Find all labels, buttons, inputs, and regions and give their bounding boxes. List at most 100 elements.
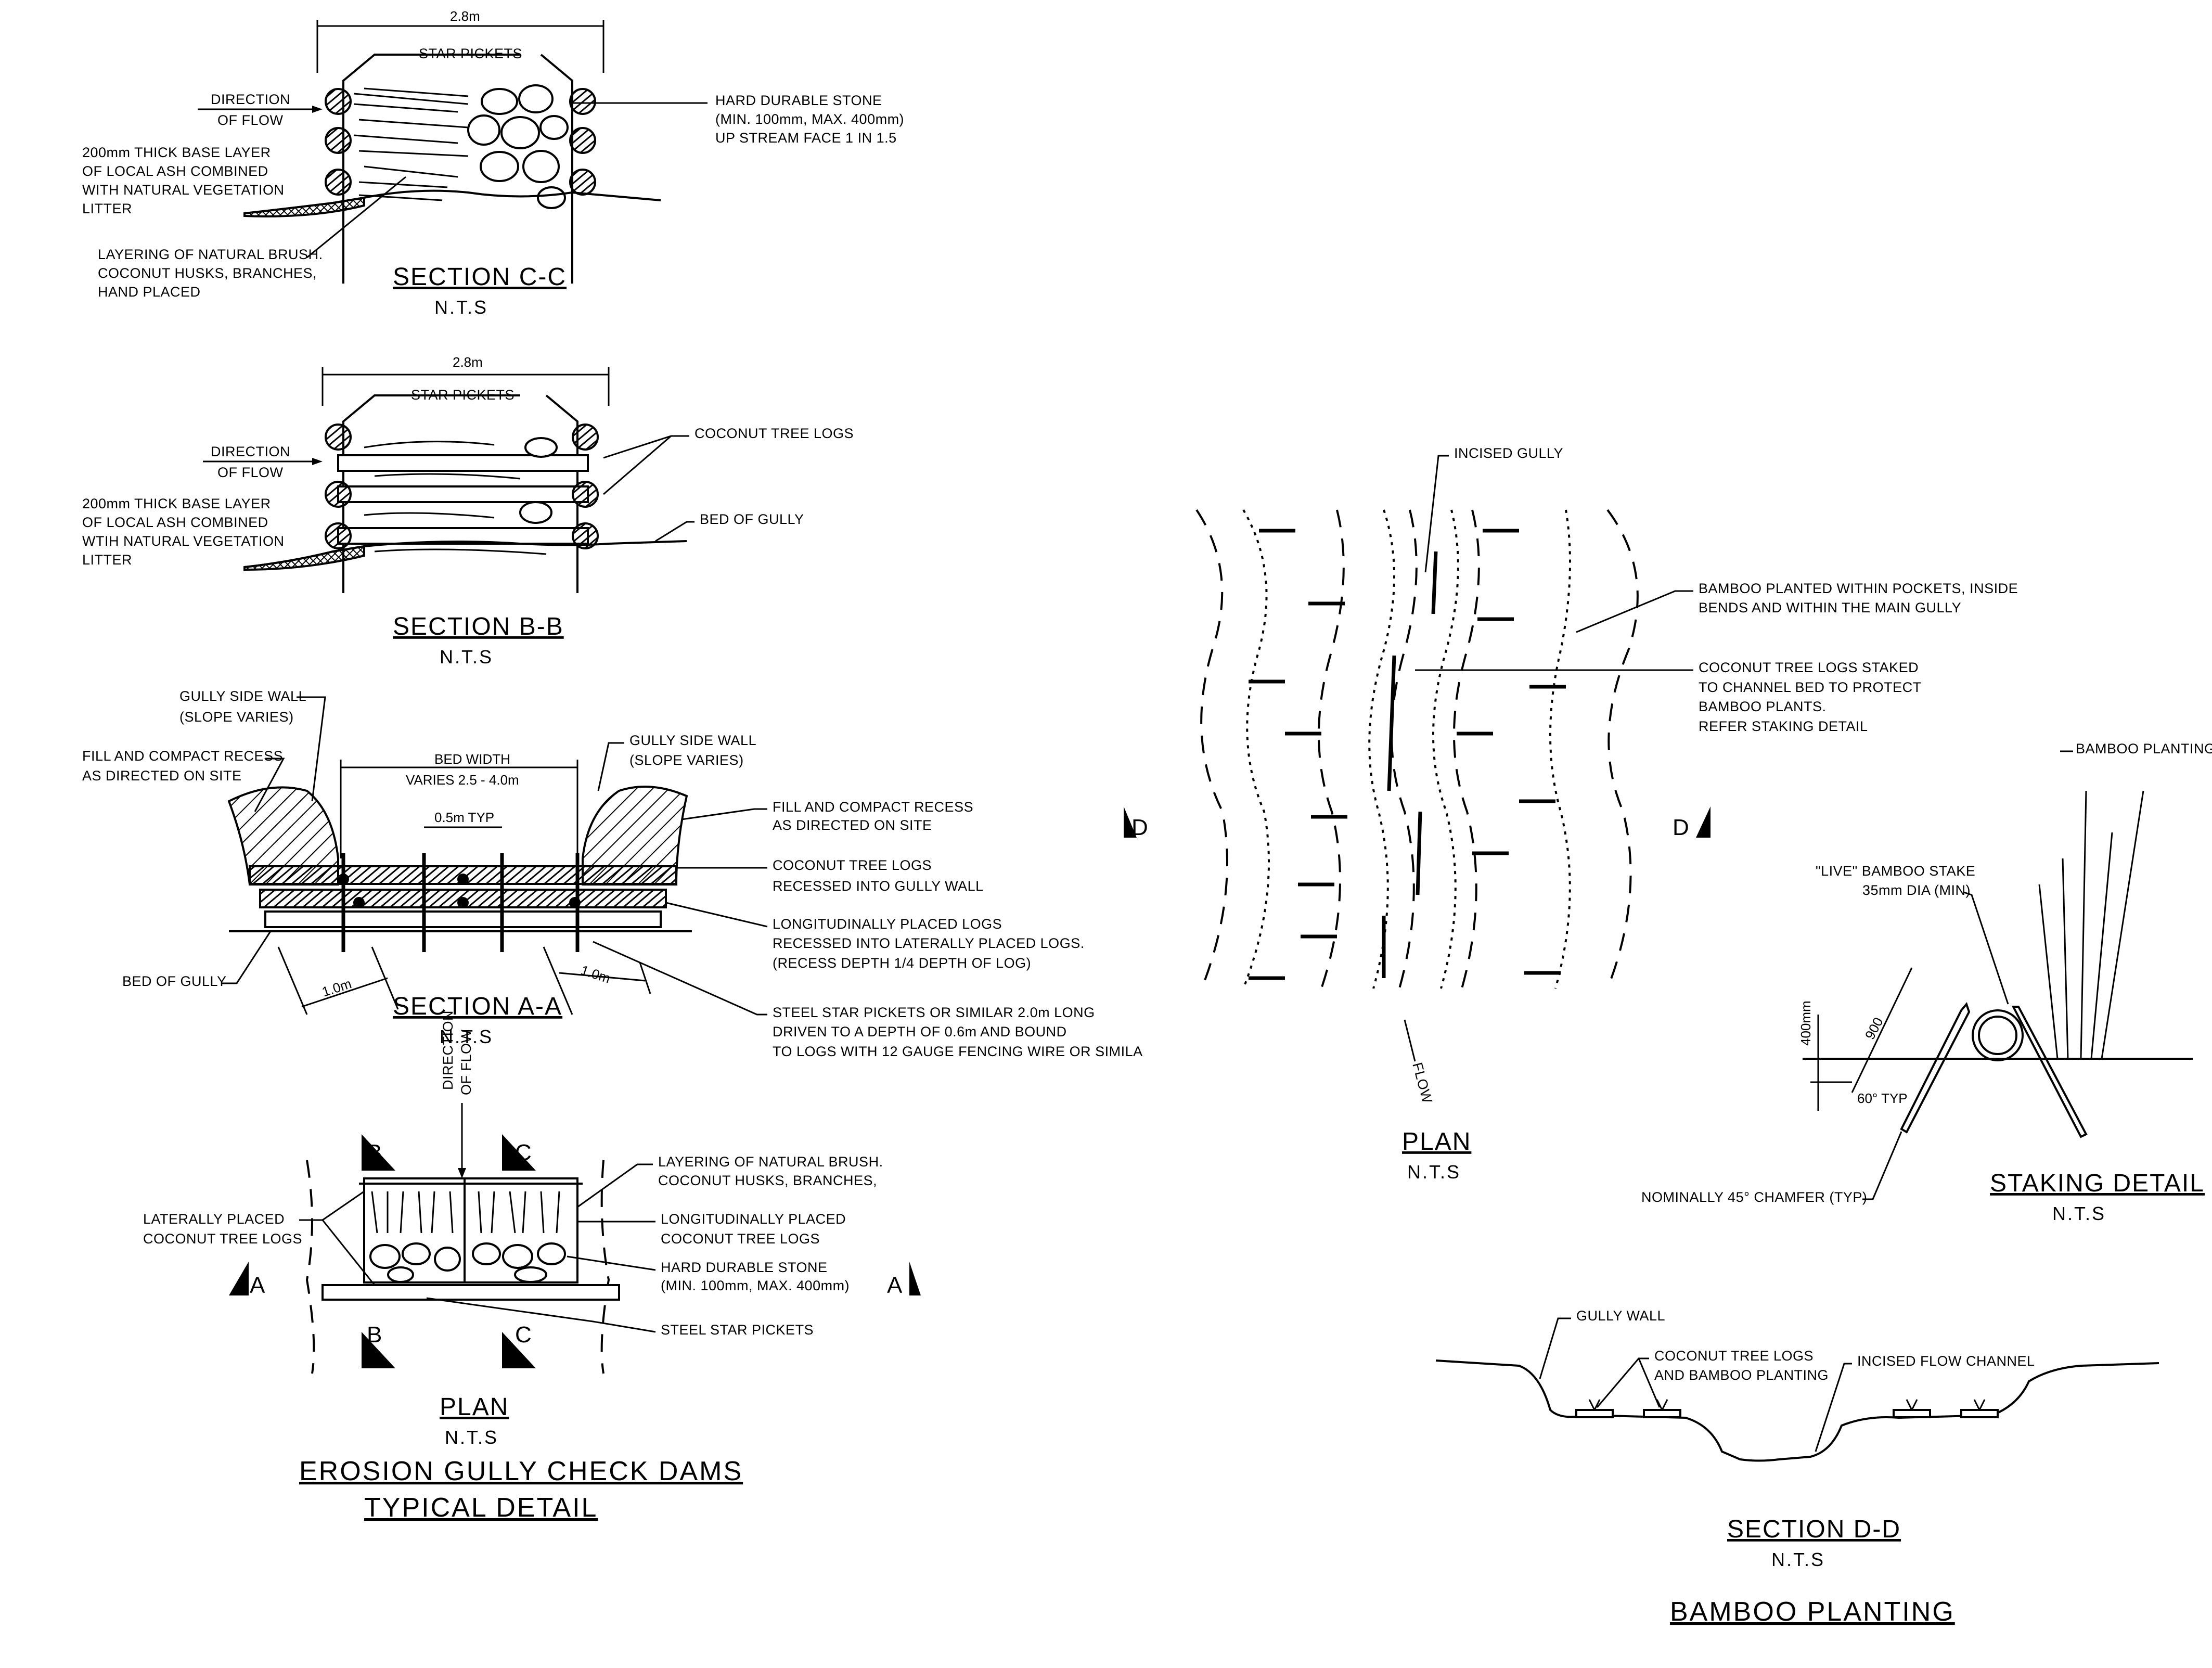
- section-cc-scale: N.T.S: [434, 297, 488, 318]
- bamboo-pockets-label: BAMBOO PLANTED WITHIN POCKETS, INSIDE: [1699, 581, 2018, 596]
- bamboo-planting: [2038, 790, 2144, 1059]
- stone-fill: [467, 84, 569, 209]
- log-icon: [325, 481, 352, 508]
- gully-wall-right: [582, 786, 688, 886]
- star-pickets-label: STAR PICKETS: [419, 46, 522, 61]
- star-pickets-label: TO LOGS WITH 12 GAUGE FENCING WIRE OR SI…: [773, 1044, 1143, 1059]
- plan-scale: N.T.S: [1407, 1161, 1461, 1183]
- log-icon: [325, 88, 352, 115]
- section-dd-scale: N.T.S: [1771, 1549, 1825, 1570]
- log-icon: [569, 88, 596, 115]
- staking-scale: N.T.S: [2052, 1203, 2106, 1224]
- marker-label: A: [887, 1273, 903, 1298]
- stone-label: HARD DURABLE STONE: [715, 93, 882, 108]
- log-layer: [264, 910, 662, 928]
- plan-title: PLAN: [440, 1393, 509, 1421]
- base-layer-label: WITH NATURAL VEGETATION: [82, 182, 285, 198]
- bamboo-pockets-label: BENDS AND WITHIN THE MAIN GULLY: [1699, 600, 1961, 615]
- coconut-logs-label: RECESSED INTO GULLY WALL: [773, 878, 984, 894]
- dim-label: 900: [1862, 1015, 1886, 1042]
- base-layer-label: OF LOCAL ASH COMBINED: [82, 515, 268, 530]
- section-bb: 2.8m STAR PICKETS DIRECTION OF FLOW 200m…: [82, 354, 854, 668]
- stone-fill: [369, 1242, 566, 1283]
- marker-label: B: [367, 1322, 382, 1348]
- side-wall-label: (SLOPE VARIES): [629, 752, 744, 768]
- log-section: [1972, 1009, 2024, 1061]
- fill-label: AS DIRECTED ON SITE: [773, 817, 932, 833]
- brush-fill: [353, 87, 469, 201]
- gully-wall-label: GULLY WALL: [1576, 1308, 1665, 1324]
- flow-label: FLOW: [1409, 1061, 1435, 1105]
- layering-label: COCONUT HUSKS, BRANCHES,: [658, 1173, 877, 1188]
- section-dd: GULLY WALL COCONUT TREE LOGS AND BAMBOO …: [1435, 1308, 2159, 1627]
- direction-label: DIRECTION: [440, 1010, 456, 1090]
- lateral-log: [321, 1284, 620, 1301]
- star-picket-right: [540, 54, 573, 284]
- log-icon: [325, 127, 352, 154]
- staking-title: STAKING DETAIL: [1990, 1170, 2205, 1197]
- bed-of-gully-label: BED OF GULLY: [122, 973, 227, 989]
- marker-label: C: [515, 1322, 532, 1348]
- lateral-logs-label: LATERALLY PLACED: [143, 1211, 285, 1227]
- base-layer: [243, 545, 365, 571]
- logs-and-bamboo: [1575, 1399, 1999, 1418]
- base-layer: [243, 196, 365, 217]
- section-bb-title: SECTION B-B: [393, 613, 564, 640]
- marker-label: B: [367, 1140, 382, 1165]
- direction-label: OF FLOW: [458, 1029, 474, 1095]
- log-icon: [572, 522, 599, 549]
- log-row: [337, 485, 589, 503]
- chamfer-label: NOMINALLY 45° CHAMFER (TYP): [1641, 1189, 1867, 1205]
- lateral-logs-label: COCONUT TREE LOGS: [143, 1231, 302, 1247]
- base-layer-label: 200mm THICK BASE LAYER: [82, 145, 271, 160]
- channel-logs: [1382, 551, 1438, 978]
- long-logs-label: RECESSED INTO LATERALLY PLACED LOGS.: [773, 935, 1085, 951]
- section-aa-scale: N.T.S: [440, 1026, 493, 1047]
- staking-detail: 400mm 900 60° TYP BAMBOO PLANTING "LIVE"…: [1641, 741, 2212, 1224]
- stone-label: (MIN. 100mm, MAX. 400mm): [661, 1278, 850, 1293]
- dim-label: 400mm: [1798, 1000, 1814, 1046]
- brush-fill: [364, 441, 547, 555]
- section-marker-icon: [502, 1134, 536, 1171]
- bamboo-plants: [1249, 529, 1566, 980]
- long-logs-label: LONGITUDINALLY PLACED: [661, 1211, 846, 1227]
- live-stake-label: 35mm DIA (MIN): [1862, 882, 1971, 898]
- base-layer-label: LITTER: [82, 201, 132, 216]
- coconut-logs-label: COCONUT TREE LOGS: [773, 857, 932, 873]
- log-icon: [325, 522, 352, 549]
- direction-label: OF FLOW: [217, 465, 284, 480]
- log-icon: [325, 424, 352, 451]
- gully-edge: [1195, 509, 1228, 989]
- live-bamboo-stake: [2011, 1006, 2088, 1138]
- side-wall-label: GULLY SIDE WALL: [179, 688, 306, 704]
- logs-staked-label: TO CHANNEL BED TO PROTECT: [1699, 679, 1922, 695]
- dim-label: 1.0m: [320, 976, 353, 999]
- section-marker-icon: [1696, 806, 1711, 838]
- section-dd-title: SECTION D-D: [1727, 1516, 1901, 1543]
- star-picket-left: [342, 394, 520, 593]
- gully-wall-left: [227, 786, 339, 886]
- layering-label: LAYERING OF NATURAL BRUSH.: [658, 1154, 883, 1170]
- live-bamboo-stake: [1900, 1002, 1971, 1134]
- logs-bamboo-label: COCONUT TREE LOGS: [1654, 1348, 1814, 1364]
- brush-fill: [371, 1191, 560, 1234]
- star-pickets-label: STAR PICKETS: [411, 387, 515, 403]
- main-title: BAMBOO PLANTING: [1670, 1597, 1955, 1627]
- marker-label: D: [1131, 815, 1148, 840]
- log-row: [337, 454, 589, 472]
- ground-line: [1435, 1359, 2159, 1462]
- layering-label: COCONUT HUSKS, BRANCHES,: [98, 265, 317, 281]
- direction-label: DIRECTION: [211, 92, 290, 107]
- bed-width-label: VARIES 2.5 - 4.0m: [406, 772, 519, 788]
- plan-bamboo: D D INCISED GULLY BAMBOO PLANTED WITHIN …: [1124, 445, 2018, 1183]
- fill-label: FILL AND COMPACT RECESS: [773, 799, 973, 815]
- gully-edge: [305, 1160, 315, 1374]
- section-bb-scale: N.T.S: [440, 646, 493, 668]
- coconut-logs-label: COCONUT TREE LOGS: [695, 426, 854, 441]
- fill-label: FILL AND COMPACT RECESS: [82, 748, 283, 764]
- main-title: EROSION GULLY CHECK DAMS: [299, 1456, 743, 1486]
- section-marker-icon: [1124, 806, 1137, 838]
- fill-label: AS DIRECTED ON SITE: [82, 768, 242, 784]
- dimension-label: 2.8m: [450, 8, 480, 24]
